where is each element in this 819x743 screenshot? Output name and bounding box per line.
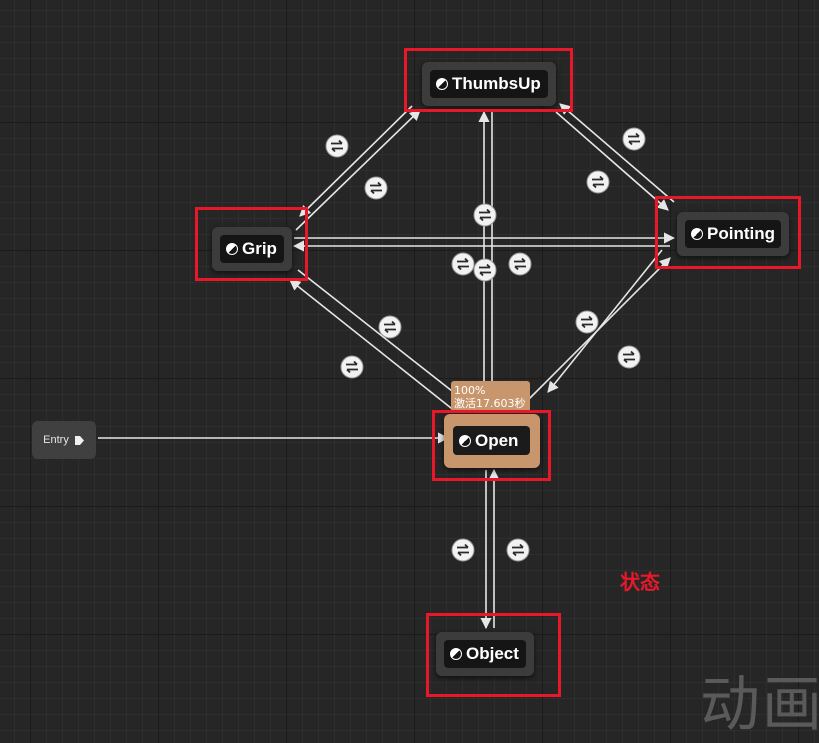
state-open[interactable]: Open [444,414,540,468]
transition-rule-icon[interactable] [506,538,530,562]
annotation-caption: 状态 [620,570,660,594]
transition-rule-icon[interactable] [575,310,599,334]
entry-node[interactable]: Entry [32,421,96,459]
transition-rule-icon[interactable] [508,252,532,276]
open-state-status-tooltip: 100% 激活17.603秒 [451,381,530,412]
progress-text: 100% [454,384,486,397]
state-node-icon [459,434,471,447]
entry-arrow-icon [74,435,85,446]
state-label: Object [466,644,519,663]
state-label: ThumbsUp [452,74,541,93]
transition-rule-icon[interactable] [451,538,475,562]
state-object[interactable]: Object [436,632,534,676]
transition-pointing-thumbsup[interactable] [559,103,675,203]
transition-grip-open[interactable] [297,269,467,403]
transition-rule-icon[interactable] [451,252,475,276]
transition-rule-icon[interactable] [473,203,497,227]
state-grip[interactable]: Grip [212,227,292,271]
state-node-icon [436,78,448,90]
state-node-icon [450,648,462,660]
active-time-text: 激活17.603秒 [454,397,526,410]
state-pointing[interactable]: Pointing [677,212,789,256]
state-node-icon [226,243,238,255]
state-label: Pointing [707,224,775,243]
transition-rule-icon[interactable] [622,127,646,151]
transition-grip-thumbsup[interactable] [295,109,421,231]
transition-thumbsup-grip[interactable] [299,105,413,217]
transition-rule-icon[interactable] [340,355,364,379]
transition-rule-icon[interactable] [617,345,641,369]
state-label: Grip [242,239,277,258]
entry-label: Entry [43,434,69,446]
state-node-icon [691,228,703,240]
transition-pointing-open[interactable] [547,249,663,393]
transition-rule-icon[interactable] [378,315,402,339]
transition-rule-icon[interactable] [325,134,349,158]
transition-graph [98,103,676,630]
transition-rule-icon[interactable] [586,170,610,194]
transition-rule-icon[interactable] [364,176,388,200]
transition-open-grip[interactable] [289,279,457,413]
transition-rule-icon[interactable] [473,258,497,282]
state-thumbsup[interactable]: ThumbsUp [422,62,556,106]
state-label: Open [475,430,519,450]
watermark: 动画 [700,670,819,740]
transition-thumbsup-pointing[interactable] [555,111,669,211]
